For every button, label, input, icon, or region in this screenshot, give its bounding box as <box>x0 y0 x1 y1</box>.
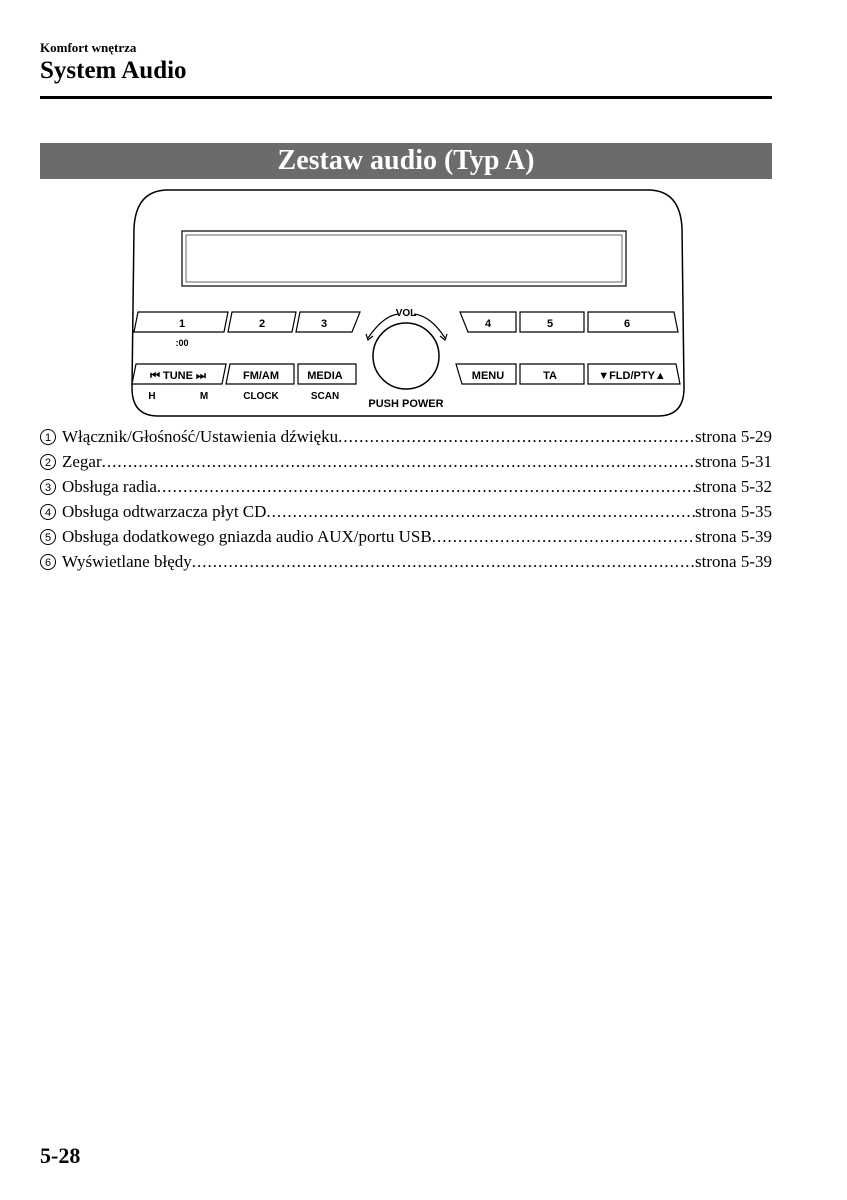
item-label: Zegar <box>62 452 102 471</box>
dot-leader <box>432 524 695 549</box>
item-page-ref: strona 5-35 <box>695 502 772 521</box>
item-number-badge: 2 <box>40 453 56 470</box>
item-number-badge: 6 <box>40 553 56 570</box>
preset-6-label: 6 <box>624 318 630 330</box>
vol-arrowhead-left <box>365 333 374 342</box>
list-item[interactable]: 2 Zegar strona 5-31 <box>40 449 772 474</box>
preset-1-label: 1 <box>179 318 185 330</box>
fm-am-button[interactable]: FM/AM <box>225 363 295 385</box>
item-number-badge: 1 <box>40 428 56 445</box>
preset-3-label: 3 <box>321 318 327 330</box>
preset-button-4[interactable]: 4 <box>459 311 517 333</box>
display-inner <box>185 234 623 283</box>
ta-label: TA <box>543 370 557 382</box>
item-label: Obsługa dodatkowego gniazda audio AUX/po… <box>62 527 432 546</box>
preset-2-label: 2 <box>259 318 265 330</box>
item-page-ref: strona 5-39 <box>695 527 772 546</box>
tune-label: ⏮ TUNE ⏭ <box>150 370 206 382</box>
preset-button-2[interactable]: 2 <box>227 311 297 333</box>
fm-am-sublabel: CLOCK <box>243 391 279 402</box>
dot-leader <box>102 449 695 474</box>
ta-button[interactable]: TA <box>519 363 585 385</box>
dot-leader <box>266 499 695 524</box>
preset-5-label: 5 <box>547 318 553 330</box>
item-number-badge: 4 <box>40 503 56 520</box>
preset-button-5[interactable]: 5 <box>519 311 585 333</box>
preset-button-6[interactable]: 6 <box>587 311 679 333</box>
item-label: Włącznik/Głośność/Ustawienia dźwięku <box>62 427 339 446</box>
item-label: Obsługa odtwarzacza płyt CD <box>62 502 267 521</box>
item-page-ref: strona 5-32 <box>695 477 772 496</box>
item-number-badge: 3 <box>40 478 56 495</box>
list-item[interactable]: 4 Obsługa odtwarzacza płyt CD strona 5-3… <box>40 499 772 524</box>
audio-unit-diagram: 1 :00 2 3 4 5 6 ⏮ TUNE ⏭ FM/AM MEDIA H M… <box>131 189 685 417</box>
item-page-ref: strona 5-39 <box>695 552 772 571</box>
push-power-label: PUSH POWER <box>368 398 443 410</box>
display-window <box>181 230 627 287</box>
item-page-ref: strona 5-31 <box>695 452 772 471</box>
list-item[interactable]: 5 Obsługa dodatkowego gniazda audio AUX/… <box>40 524 772 549</box>
fm-am-label: FM/AM <box>243 370 279 382</box>
fld-pty-label: ▼FLD/PTY▲ <box>598 370 666 382</box>
vol-arrowhead-right <box>439 333 448 342</box>
vol-label: VOL <box>396 308 417 319</box>
tune-sublabel-h: H <box>148 391 155 402</box>
item-number-badge: 5 <box>40 528 56 545</box>
feature-list: 1 Włącznik/Głośność/Ustawienia dźwięku s… <box>40 424 772 574</box>
dot-leader <box>192 549 695 574</box>
preset-button-1[interactable]: 1 <box>133 311 229 333</box>
section-label: Komfort wnętrza <box>40 40 137 55</box>
media-button[interactable]: MEDIA <box>297 363 357 385</box>
dot-leader <box>157 474 695 499</box>
volume-knob[interactable] <box>372 322 440 390</box>
page-number: 5-28 <box>40 1143 81 1168</box>
media-sublabel: SCAN <box>311 391 339 402</box>
list-item[interactable]: 1 Włącznik/Głośność/Ustawienia dźwięku s… <box>40 424 772 449</box>
fld-pty-button[interactable]: ▼FLD/PTY▲ <box>587 363 681 385</box>
media-label: MEDIA <box>307 370 343 382</box>
list-item[interactable]: 6 Wyświetlane błędy strona 5-39 <box>40 549 772 574</box>
dot-leader <box>338 424 695 449</box>
preset-sublabel: :00 <box>175 338 188 348</box>
tune-button[interactable]: ⏮ TUNE ⏭ <box>131 363 227 385</box>
menu-button[interactable]: MENU <box>455 363 517 385</box>
item-label: Obsługa radia <box>62 477 157 496</box>
vol-arrow-left <box>367 313 399 339</box>
item-page-ref: strona 5-29 <box>695 427 772 446</box>
page-title: System Audio <box>40 57 187 84</box>
item-label: Wyświetlane błędy <box>62 552 192 571</box>
section-banner: Zestaw audio (Typ A) <box>40 143 772 179</box>
menu-label: MENU <box>472 370 504 382</box>
title-rule <box>40 96 772 99</box>
list-item[interactable]: 3 Obsługa radia strona 5-32 <box>40 474 772 499</box>
vol-arrow-right <box>413 313 446 339</box>
preset-button-3[interactable]: 3 <box>295 311 361 333</box>
preset-4-label: 4 <box>485 318 492 330</box>
tune-sublabel-m: M <box>200 391 208 402</box>
